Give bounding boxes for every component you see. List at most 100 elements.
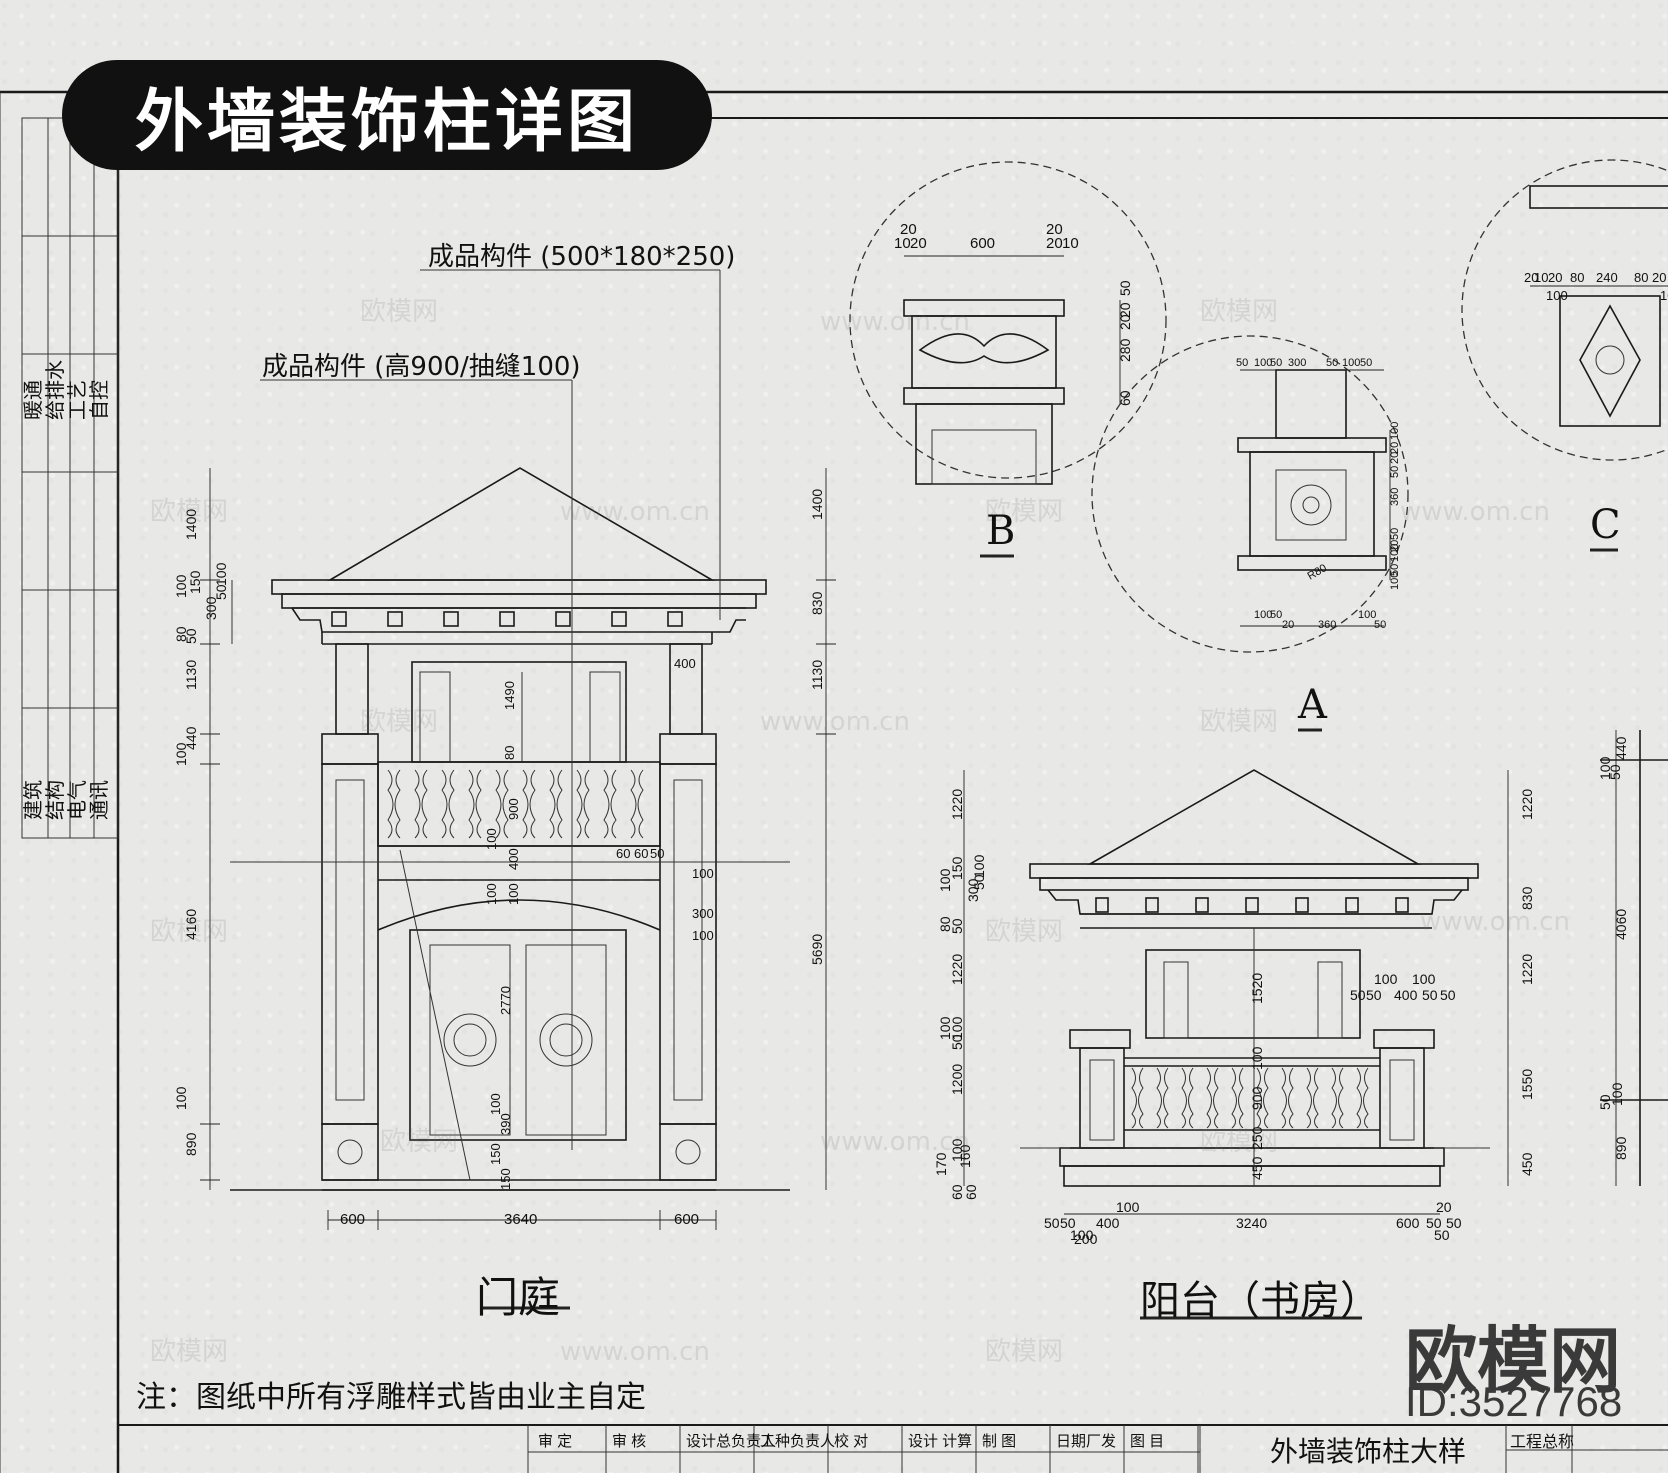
dimension-text: 100 xyxy=(1249,1046,1265,1070)
dimension-text: 100 xyxy=(1597,756,1613,780)
dimension-text: 440 xyxy=(183,726,199,750)
dimension-text: 50 xyxy=(1607,764,1623,780)
dimension-text: 5690 xyxy=(809,934,825,965)
side-panel-label: 结构 xyxy=(44,780,67,820)
dimension-text: 450 xyxy=(1519,1152,1535,1176)
dimension-text: 20 xyxy=(1046,221,1063,238)
dimension-text: 80 xyxy=(173,626,189,642)
dimension-text: 20 xyxy=(1046,235,1063,252)
dimension-text: 100 xyxy=(949,1138,965,1162)
detail-b xyxy=(849,161,1167,558)
balustrade xyxy=(1131,1067,1369,1129)
dimension-text: 440 xyxy=(1613,736,1629,760)
dimension-text: 100 xyxy=(1389,422,1401,440)
dimension-text: 830 xyxy=(1519,886,1535,910)
title-block-cell: 校 对 xyxy=(834,1433,868,1450)
label-component-mid: 成品构件 (高900/抽缝100) xyxy=(262,352,581,382)
title-block-cell: 日期厂发 xyxy=(1056,1433,1116,1450)
watermark-text: 欧模网 xyxy=(380,1127,458,1157)
dimension-text: R80 xyxy=(1306,562,1329,582)
drawing-note: 注：图纸中所有浮雕样式皆由业主自定 xyxy=(136,1380,646,1415)
elevation-left-title: 门庭 xyxy=(476,1273,561,1322)
dimension-text: 900 xyxy=(1249,1086,1265,1110)
watermark-text: 欧模网 xyxy=(150,1337,228,1367)
dimension-text: 50 xyxy=(213,584,229,600)
dimension-text: 170 xyxy=(933,1152,949,1176)
dimension-text: 1220 xyxy=(1519,789,1535,820)
watermark-text: 欧模网 xyxy=(985,1337,1063,1367)
dimension-text: 100 xyxy=(1389,544,1401,562)
dimension-text: 20 xyxy=(1117,314,1133,330)
watermark-url: www.om.cn xyxy=(1420,907,1570,937)
title-block-cell: 设计 计算 xyxy=(908,1432,972,1450)
dimension-text: 50 xyxy=(949,918,965,934)
dimension-text: 1520 xyxy=(1249,973,1265,1004)
dimension-text: 50 xyxy=(1389,466,1401,478)
dimension-text: 400 xyxy=(506,848,521,870)
side-panel xyxy=(21,117,119,839)
dimension-text: 400 xyxy=(1394,987,1418,1003)
dimension-text: 360 xyxy=(1389,488,1401,506)
far-right-partial xyxy=(1600,730,1668,1186)
dimension-text: 890 xyxy=(183,1132,199,1156)
dimension-text: 600 xyxy=(340,1211,365,1228)
watermark-text: 欧模网 xyxy=(150,497,228,527)
dimension-text: 10 xyxy=(1062,235,1079,252)
dimension-text: 100 xyxy=(971,854,987,878)
dimension-text: 50 xyxy=(1270,357,1282,369)
dimension-text: 80 xyxy=(1634,270,1648,285)
dimension-text: 1130 xyxy=(809,660,825,690)
dimension-text: 1400 xyxy=(809,489,825,520)
dimension-text: 360 xyxy=(1318,619,1336,631)
dimension-text: 50 xyxy=(650,846,664,861)
brand-logo-text: 欧模网 xyxy=(1405,1319,1622,1403)
dimension-text: 80 xyxy=(502,746,517,760)
sheet-frame xyxy=(0,90,1668,1473)
dimension-text: 100 xyxy=(1342,357,1360,369)
dimension-text: 280 xyxy=(1117,338,1133,362)
title-block-cell: 审 核 xyxy=(612,1433,646,1450)
label-component-top: 成品构件 (500*180*250) xyxy=(428,242,736,272)
sheet-name: 外墙装饰柱大样 xyxy=(1270,1435,1467,1468)
detail-a-label: A xyxy=(1298,682,1327,728)
dimension-text: 50 xyxy=(1060,1215,1076,1231)
title-block-cell: 制 图 xyxy=(982,1433,1016,1450)
title-block-cell: 审 定 xyxy=(538,1433,572,1450)
watermark-url: www.om.cn xyxy=(820,307,970,337)
dimension-text: 20 xyxy=(1652,270,1666,285)
dimension-text: 20 xyxy=(900,221,917,238)
dimension-text: 400 xyxy=(674,656,696,671)
dimension-text: 50 xyxy=(1366,987,1382,1003)
dimension-text: 60 xyxy=(634,846,648,861)
dimension-text: 80 xyxy=(1570,270,1584,285)
detail-c-label: C xyxy=(1590,502,1621,548)
dimension-text: 4060 xyxy=(1613,909,1629,940)
dimension-text: 100 xyxy=(1358,609,1376,621)
dimension-text: 50 xyxy=(949,1034,965,1050)
dimension-text: 2770 xyxy=(498,986,513,1015)
dimension-text: 1220 xyxy=(949,789,965,820)
dimension-text: 50 xyxy=(1117,280,1133,296)
dimension-text: 100 xyxy=(1374,971,1398,987)
watermark-url: www.om.cn xyxy=(820,1127,970,1157)
dimension-text: 900 xyxy=(506,798,521,820)
dimension-text: 50 xyxy=(1440,987,1456,1003)
dimension-text: 1220 xyxy=(949,954,965,985)
title-block xyxy=(118,1424,1668,1473)
dimension-text: 100 xyxy=(484,828,499,850)
dimension-text: 400 xyxy=(1096,1215,1120,1231)
dimension-text: 100 xyxy=(1609,1082,1625,1106)
dimension-text: 50 xyxy=(971,874,987,890)
dimension-text: 20 xyxy=(910,235,927,252)
dimension-text: 1550 xyxy=(1519,1069,1535,1100)
dimension-text: 1130 xyxy=(183,660,199,690)
dimension-text: 600 xyxy=(1396,1215,1420,1231)
dimension-text: 100 xyxy=(1660,288,1668,303)
title-block-cell: 设计总负责人 xyxy=(686,1433,776,1450)
dimension-text: 150 xyxy=(187,570,203,594)
dimension-text: 50 xyxy=(1236,357,1248,369)
side-panel-text: 暖通给排水工艺自控建筑结构电气通讯 xyxy=(22,360,111,820)
detail-a xyxy=(1091,335,1409,732)
dimension-text: 890 xyxy=(1613,1136,1629,1160)
